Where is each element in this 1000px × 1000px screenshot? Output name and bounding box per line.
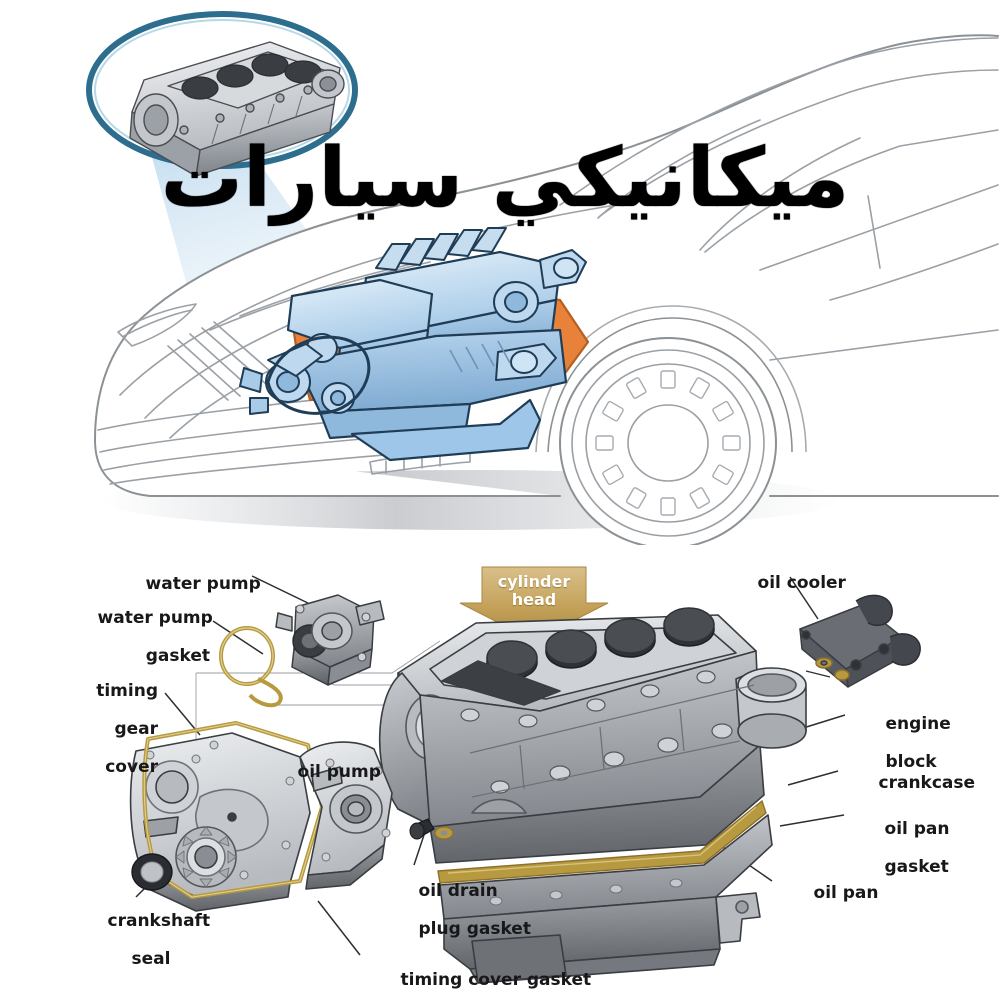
label-crankcase: crankcase [843,755,976,812]
car-engine-artwork [94,34,999,545]
label-crankshaft-seal: crankshaft seal [72,893,211,988]
cylinder-head-line-1: cylinder [497,572,571,591]
cylinder-head-line-2: head [511,590,557,609]
label-oil-pan-gasket-line-2: gasket [884,857,949,877]
drive-belt [266,335,371,415]
timing-cover-gasket-highlight [143,722,323,898]
block-bolt-bosses [460,670,733,794]
label-water-pump-gasket-line-2: gasket [145,646,210,666]
oil-cooler-part [799,594,921,688]
brand-title: ميكانيكي سيارات [160,131,850,226]
label-oil-pump-line-1: oil pump [297,762,381,782]
oil-pan-gasket-part [437,799,767,884]
engine-block-part [378,607,807,864]
label-timing-gear-cover: timing gear cover [60,663,158,796]
cylinder-head-callout: cylinder head [479,573,589,609]
logo-cylinder-block [129,41,345,177]
label-timing-cover-gasket-line-1: timing cover gasket [400,970,592,990]
label-engine-block-line-2: block [885,752,937,772]
label-timing-cover-gasket: timing cover gasket [365,952,592,1000]
oil-pump-part [299,741,393,890]
crankshaft-seal-part [131,853,173,891]
label-water-pump-line-1: water pump [145,574,261,594]
label-oil-pan-line-1: oil pan [813,883,879,903]
oil-pan-part [439,814,773,984]
label-oil-drain-plug-gasket-line-2: plug gasket [418,919,531,939]
label-timing-gear-cover-line-1: timing [96,681,158,701]
label-water-pump-gasket: water pump gasket [62,590,213,685]
coolant-outlet-boss [735,667,807,749]
front-wheel [535,305,807,545]
label-engine-block-line-1: engine [885,714,951,734]
label-water-pump: water pump [110,556,261,613]
label-crankshaft-seal-line-1: crankshaft [107,911,211,931]
oil-drain-plug-part [409,818,454,840]
label-engine-block: engine block [850,696,951,791]
timing-gear-cover-part [129,732,311,912]
label-oil-pan-gasket-line-1: oil pan [884,819,950,839]
brand-logo [72,8,372,183]
exploded-diagram-artwork [129,566,921,984]
exploded-engine-diagram: cylinder head water pump water pump gask… [0,545,1000,1000]
water-pump-gasket-part [219,626,283,708]
label-water-pump-gasket-line-1: water pump [97,608,213,628]
label-oil-pump: oil pump [262,744,381,801]
label-oil-cooler: oil cooler [722,555,846,612]
hero-illustration: ميكانيكي سيارات [72,8,999,545]
water-pump-part [275,594,385,686]
label-oil-pan: oil pan [778,865,879,922]
label-crankcase-line-1: crankcase [878,773,976,793]
label-crankshaft-seal-line-2: seal [131,949,171,969]
label-timing-gear-cover-line-2: gear [114,719,158,739]
oil-pan-hero [350,398,542,462]
label-oil-cooler-line-1: oil cooler [757,573,846,593]
engine-assembly [239,227,590,462]
label-oil-pan-gasket: oil pan gasket [849,801,950,896]
engine-block-logo-svg [86,11,358,177]
label-timing-gear-cover-line-3: cover [105,757,158,777]
label-oil-drain-plug-gasket: oil drain plug gasket [383,863,531,958]
label-oil-drain-plug-gasket-line-1: oil drain [418,881,498,901]
